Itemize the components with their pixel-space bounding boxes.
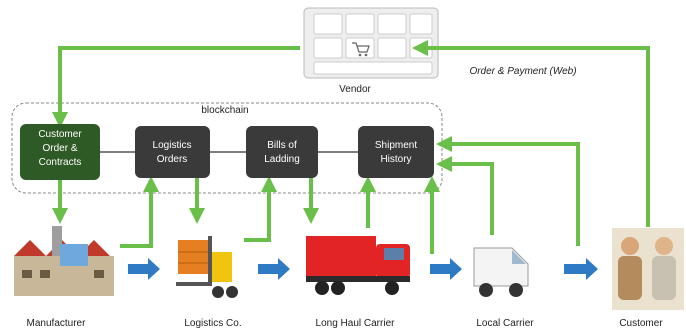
- node-line: Customer: [38, 129, 82, 140]
- node-line: Shipment: [375, 140, 417, 151]
- node-line: Contracts: [39, 157, 82, 168]
- node-line: Bills of: [267, 140, 297, 151]
- node-box: [358, 126, 434, 178]
- keyboard-icon: [303, 7, 439, 79]
- node-logistics-orders: Logistics Orders: [135, 126, 210, 178]
- node-shipment-history: Shipment History: [358, 126, 434, 178]
- truck-icon: [306, 236, 410, 295]
- people-icon: [612, 228, 684, 310]
- node-box: [246, 126, 318, 178]
- logistics-to-bills-arrow: [244, 176, 277, 242]
- actor-label-customer: Customer: [619, 318, 663, 329]
- order-payment-arrow: [412, 40, 650, 227]
- node-customer-order: Customer Order & Contracts: [20, 124, 100, 180]
- node-line: Ladding: [264, 154, 300, 165]
- actor-label-logistics: Logistics Co.: [184, 318, 241, 329]
- blockchain-boundary: [11, 102, 443, 194]
- node-line: History: [380, 154, 411, 165]
- node-line: Orders: [157, 154, 188, 165]
- vendor-label: Vendor: [339, 84, 371, 95]
- van-icon: [473, 247, 529, 297]
- local-carrier-history-arrow: [436, 156, 494, 235]
- factory-icon: [14, 226, 114, 296]
- blue-flow-arrow: [128, 258, 160, 280]
- actor-label-long-haul: Long Haul Carrier: [316, 318, 396, 329]
- node-line: Logistics: [153, 140, 192, 151]
- blue-flow-arrow: [430, 258, 462, 280]
- actor-label-manufacturer: Manufacturer: [27, 318, 87, 329]
- blue-flow-arrow: [258, 258, 290, 280]
- blockchain-label: blockchain: [201, 105, 248, 116]
- order-payment-label: Order & Payment (Web): [469, 66, 576, 77]
- actor-label-local-carrier: Local Carrier: [476, 318, 534, 329]
- vendor-to-order-arrow: [52, 46, 300, 128]
- manufacturer-to-logistics-orders-arrow: [120, 176, 159, 248]
- customer-history-arrow: [436, 136, 580, 246]
- blue-flow-arrow: [564, 258, 598, 280]
- node-bills-of-ladding: Bills of Ladding: [246, 126, 318, 178]
- node-box: [20, 124, 100, 180]
- node-box: [135, 126, 210, 178]
- node-line: Order &: [42, 143, 77, 154]
- forklift-icon: [176, 236, 238, 298]
